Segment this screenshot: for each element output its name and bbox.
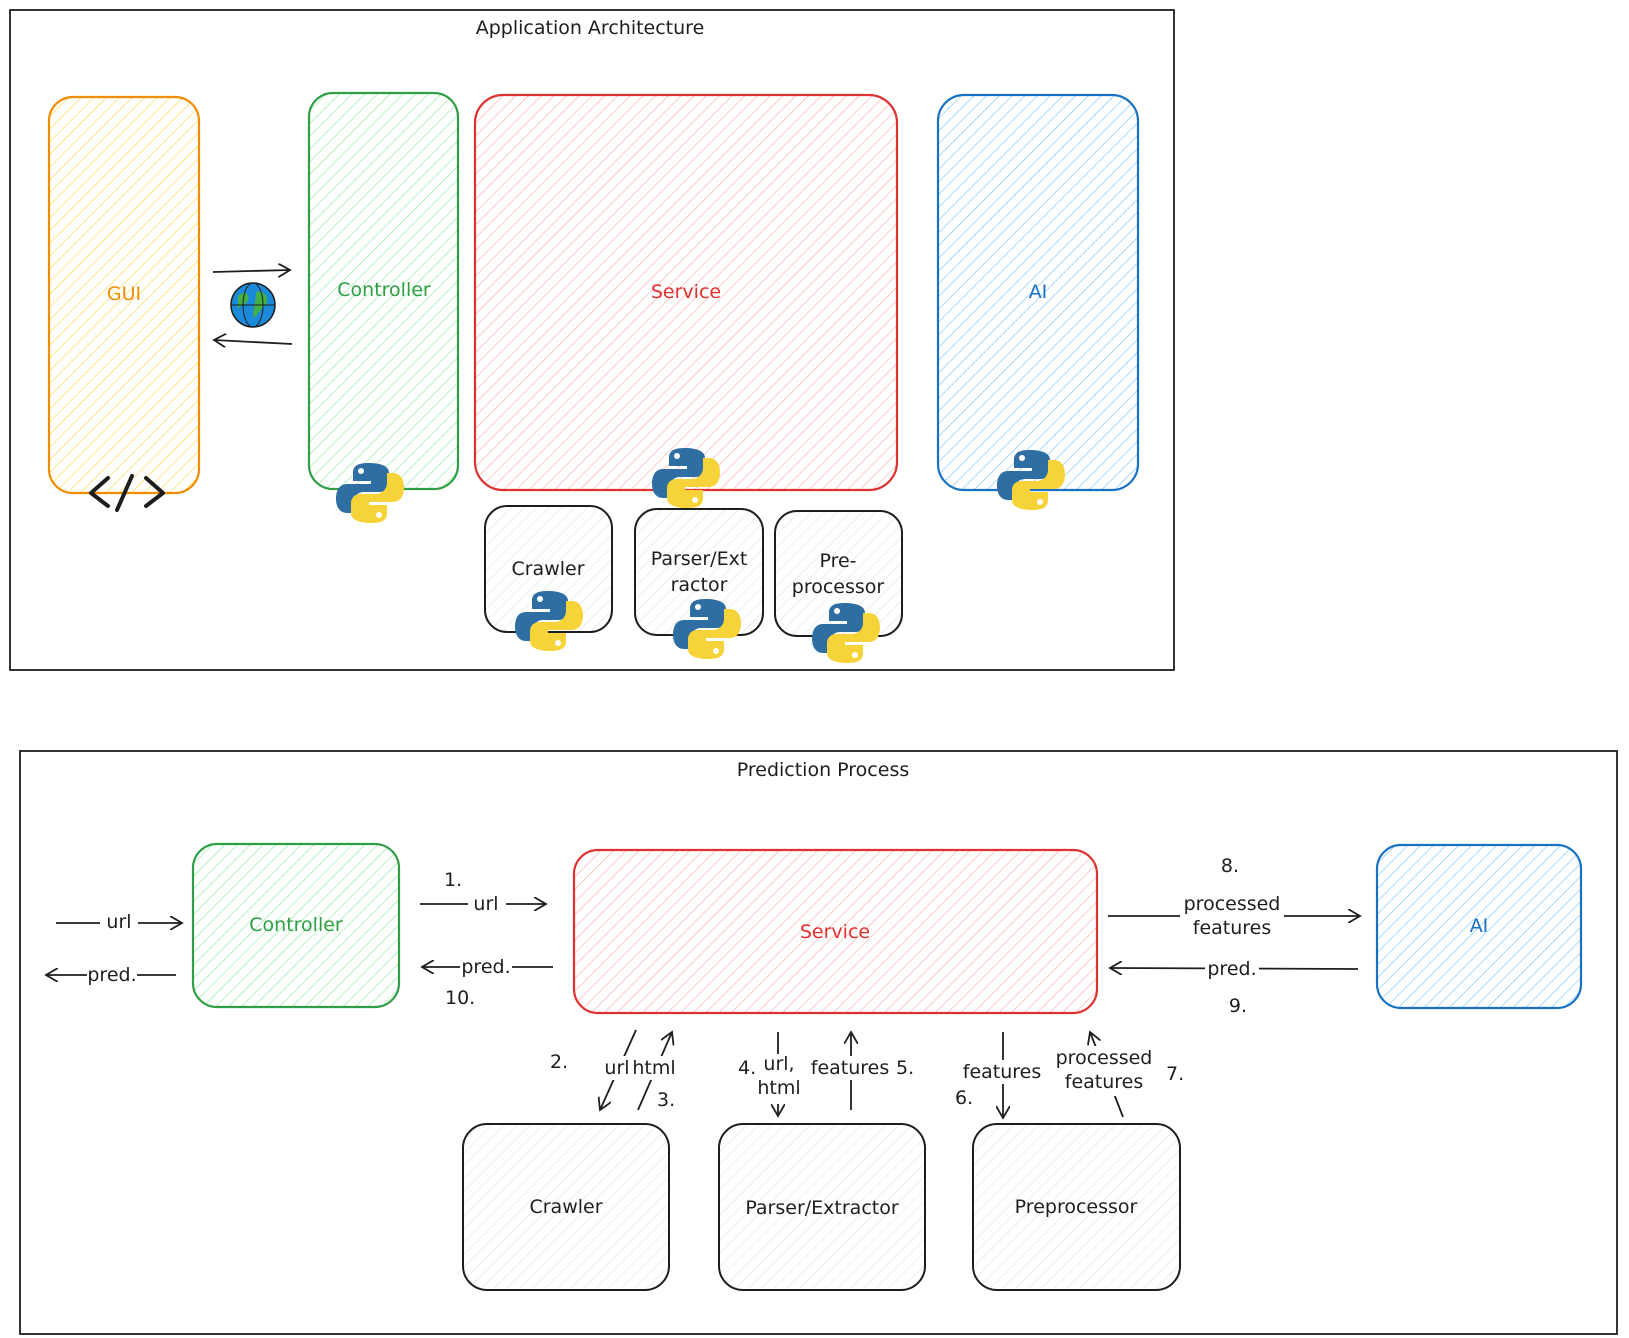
pred-service-label: Service (800, 921, 870, 943)
pred-ai-box: AI (1375, 843, 1583, 1010)
step-8-label-1: processed (1184, 893, 1281, 915)
step-5-label: features (811, 1057, 890, 1079)
step-9-number: 9. (1229, 995, 1247, 1017)
controller-box: Controller (307, 91, 460, 491)
step-7-label-2: features (1065, 1071, 1144, 1093)
pred-crawler-label: Crawler (529, 1196, 602, 1218)
code-icon (89, 474, 165, 512)
architecture-frame: Application Architecture (9, 9, 1175, 671)
arch-parser-label-2: ractor (671, 574, 728, 596)
prediction-title: Prediction Process (737, 759, 910, 781)
pred-controller-label: Controller (249, 914, 343, 936)
arch-parser-label-1: Parser/Ext (651, 548, 748, 570)
pred-preprocessor-label: Preprocessor (1015, 1196, 1138, 1218)
pred-service-box: Service (572, 848, 1099, 1015)
in-url-label: url (106, 911, 131, 933)
step-2-number: 2. (550, 1051, 568, 1073)
step-10-number: 10. (445, 987, 475, 1009)
step-6-label: features (963, 1061, 1042, 1083)
pred-ai-label: AI (1470, 915, 1489, 937)
ai-label: AI (1029, 281, 1048, 303)
pred-preprocessor-box: Preprocessor (972, 1123, 1181, 1291)
step-1-number: 1. (444, 869, 462, 891)
pred-parser-box: Parser/Extractor (718, 1123, 926, 1291)
step-10-label: pred. (461, 956, 510, 978)
step-4-label-1: url, (763, 1053, 794, 1075)
service-label: Service (651, 281, 721, 303)
step-6-number: 6. (955, 1087, 973, 1109)
globe-icon (230, 282, 276, 328)
gui-box: GUI (47, 95, 201, 495)
step-7-label-1: processed (1056, 1047, 1153, 1069)
step-5-number: 5. (896, 1057, 914, 1079)
arch-crawler-label: Crawler (511, 558, 584, 580)
gui-label: GUI (107, 283, 141, 305)
pred-parser-label: Parser/Extractor (745, 1197, 899, 1219)
step-1-label: url (473, 893, 498, 915)
gui-controller-arrows (213, 270, 293, 344)
arch-parser-box: Parser/Ext ractor (634, 508, 764, 636)
step-4-number: 4. (738, 1057, 756, 1079)
out-pred-label: pred. (87, 964, 136, 986)
architecture-title: Application Architecture (476, 17, 705, 39)
arch-preprocessor-box: Pre- processor (774, 510, 903, 637)
arch-preprocessor-label-2: processor (792, 576, 885, 598)
arch-crawler-box: Crawler (484, 505, 613, 633)
arch-preprocessor-label-1: Pre- (819, 550, 856, 572)
pred-crawler-box: Crawler (462, 1123, 670, 1291)
step-8-number: 8. (1221, 855, 1239, 877)
step-7-number: 7. (1166, 1063, 1184, 1085)
step-8-label-2: features (1193, 917, 1272, 939)
controller-label: Controller (337, 279, 431, 301)
step-2-label: url (604, 1057, 629, 1079)
pred-controller-box: Controller (191, 842, 401, 1009)
step-3-label: html (632, 1057, 675, 1079)
service-box: Service (473, 93, 899, 492)
step-3-number: 3. (657, 1089, 675, 1111)
prediction-frame: Prediction Process (19, 750, 1618, 1335)
step-9-label: pred. (1207, 958, 1256, 980)
step-4-label-2: html (757, 1077, 800, 1099)
ai-box: AI (936, 93, 1140, 492)
